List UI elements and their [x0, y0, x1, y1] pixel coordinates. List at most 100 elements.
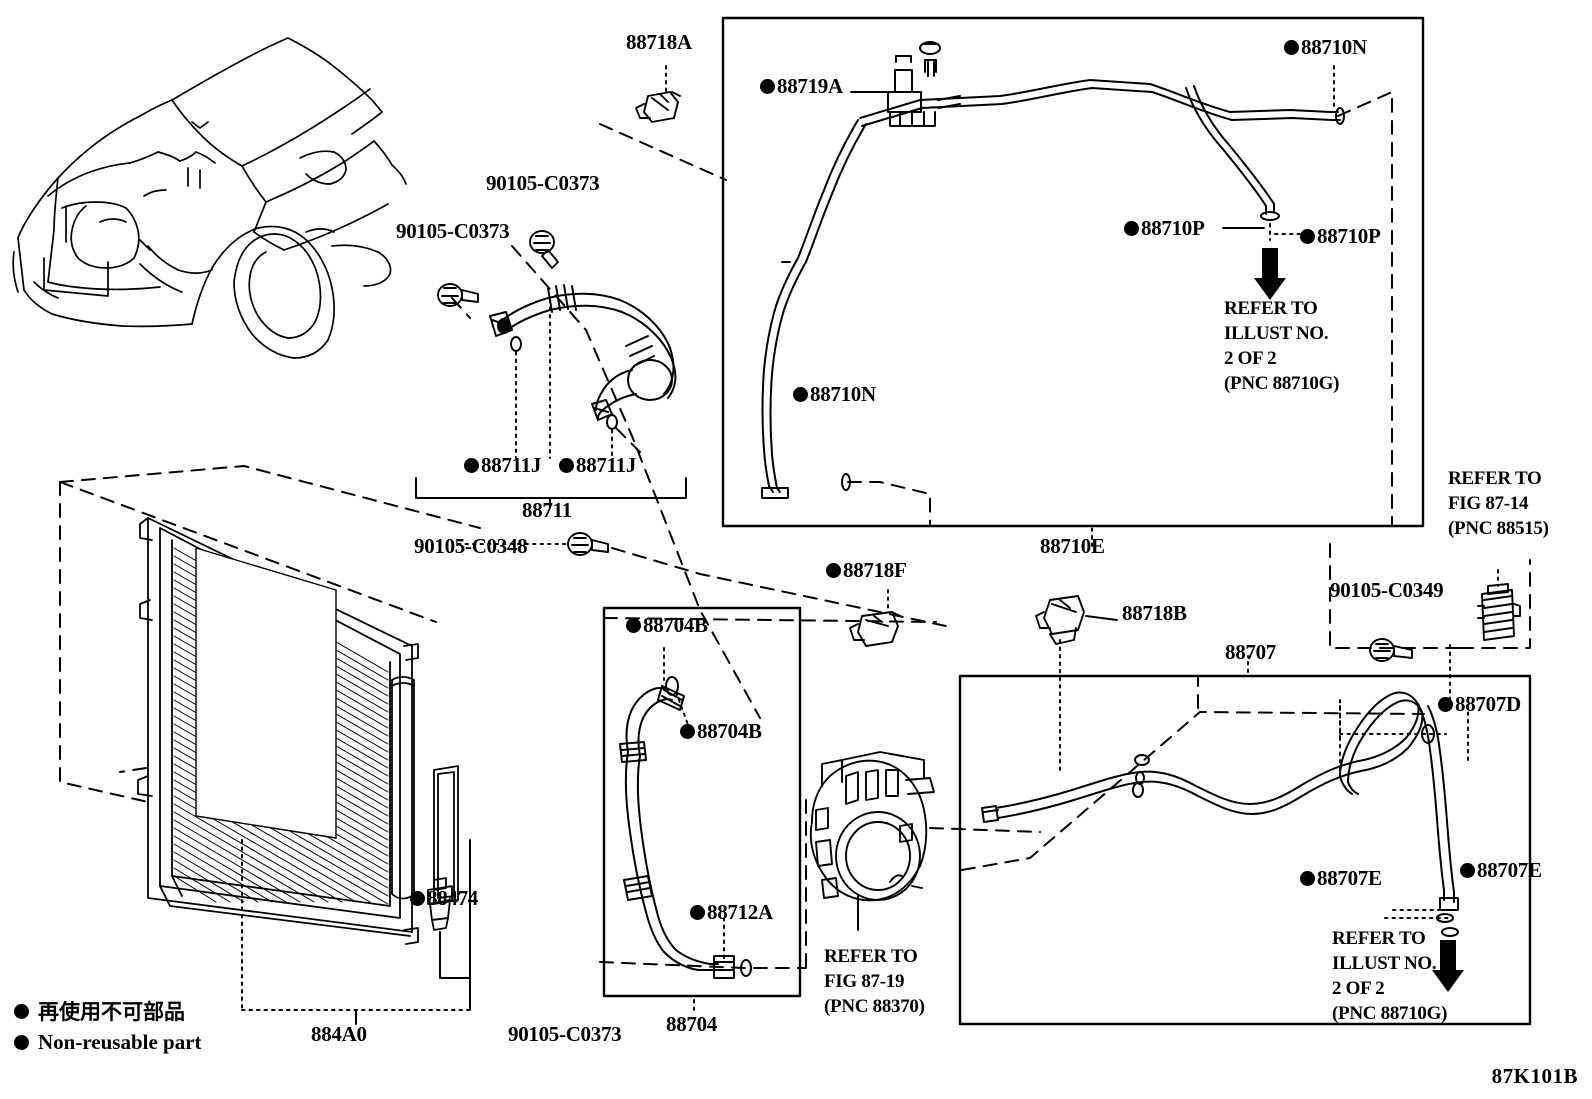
label-88712A: 88712A: [690, 900, 773, 924]
label-88710E-text: 88710E: [1040, 534, 1105, 558]
legend: 再使用不可部品 Non-reusable part: [14, 996, 202, 1059]
label-88718A: 88718A: [626, 30, 692, 54]
figure-code: 87K101B: [1491, 1064, 1578, 1088]
label-90105-C0373-a-text: 90105-C0373: [396, 219, 510, 243]
label-88710E: 88710E: [1040, 534, 1105, 558]
note-refer-illust-2of2-bottom: REFER TO ILLUST NO. 2 OF 2 (PNC 88710G): [1332, 926, 1447, 1026]
label-88719A: 88719A: [760, 74, 843, 98]
part-88515: [1477, 583, 1521, 641]
label-88707E-left: 88707E: [1300, 866, 1382, 890]
label-88711J-b: 88711J: [559, 453, 636, 477]
clip-88718B: [1035, 595, 1085, 645]
label-88707E-right: 88707E: [1460, 858, 1542, 882]
compressor: [809, 751, 935, 909]
label-88710N-mid-text: 88710N: [810, 382, 876, 406]
legend-row-jp: 再使用不可部品: [14, 996, 202, 1026]
note-refer-fig-87-19: REFER TO FIG 87-19 (PNC 88370): [824, 944, 925, 1019]
label-88710N-mid: 88710N: [793, 382, 876, 406]
clip-88718F: [849, 611, 901, 647]
non-reusable-dot: [1124, 220, 1139, 236]
label-88711-text: 88711: [522, 498, 572, 522]
label-88711J-a-text: 88711J: [481, 453, 542, 477]
note-line-2: ILLUST NO.: [1332, 953, 1437, 975]
label-90105-C0373-a: 90105-C0373: [396, 219, 510, 243]
note-refer-illust-2of2-top: REFER TO ILLUST NO. 2 OF 2 (PNC 88710G): [1224, 296, 1339, 396]
note-line-1: REFER TO: [1448, 468, 1542, 489]
pipe-88710E: [761, 41, 1345, 499]
note-line-1: REFER TO: [1332, 928, 1426, 949]
condenser-884A0: [137, 517, 459, 945]
label-88718A-text: 88718A: [626, 30, 692, 54]
note-line-4: (PNC 88710G): [1332, 1003, 1448, 1025]
label-90105-C0349: 90105-C0349: [1330, 578, 1444, 602]
label-88710P-left-text: 88710P: [1141, 216, 1205, 240]
label-90105-C0373-c-text: 90105-C0373: [508, 1022, 622, 1046]
non-reusable-dot: [1460, 862, 1475, 878]
label-88704B-a-text: 88704B: [643, 613, 708, 637]
label-88707-text: 88707: [1225, 640, 1277, 664]
label-88707E-right-text: 88707E: [1477, 858, 1542, 882]
note-line-2: ILLUST NO.: [1224, 323, 1329, 345]
label-90105-C0348-text: 90105-C0348: [414, 534, 528, 558]
label-88704B-b-text: 88704B: [697, 719, 762, 743]
label-88718F: 88718F: [826, 558, 907, 582]
legend-row-en: Non-reusable part: [14, 1030, 202, 1055]
label-88707D-text: 88707D: [1455, 692, 1521, 716]
non-reusable-dot: [1284, 39, 1299, 55]
non-reusable-dot: [14, 1003, 29, 1019]
note-line-3: (PNC 88515): [1448, 518, 1549, 540]
label-88710N-top-text: 88710N: [1301, 35, 1367, 59]
label-90105-C0373-b: 90105-C0373: [486, 171, 600, 195]
non-reusable-dot: [14, 1035, 29, 1050]
non-reusable-dot: [680, 723, 695, 739]
label-88707D: 88707D: [1438, 692, 1521, 716]
non-reusable-dot: [1300, 228, 1315, 244]
label-88707E-left-text: 88707E: [1317, 866, 1382, 890]
pipe-88707: [981, 691, 1459, 937]
label-90105-C0348: 90105-C0348: [414, 534, 528, 558]
label-90105-C0349-text: 90105-C0349: [1330, 578, 1444, 602]
note-line-1: REFER TO: [824, 946, 918, 967]
label-88704B-a: 88704B: [626, 613, 708, 637]
label-88718F-text: 88718F: [843, 558, 907, 582]
clip-88718A: [635, 91, 681, 123]
label-88710P-left: 88710P: [1124, 216, 1205, 240]
label-88710P-right: 88710P: [1300, 224, 1381, 248]
non-reusable-dot: [760, 78, 775, 94]
note-line-3: 2 OF 2: [1224, 348, 1277, 370]
label-884A0-text: 884A0: [311, 1022, 367, 1046]
hose-88711: [489, 284, 677, 421]
label-88707: 88707: [1225, 640, 1276, 664]
note-line-2: FIG 87-14: [1448, 493, 1529, 515]
vehicle-illustration: [12, 37, 407, 359]
non-reusable-dot: [410, 890, 425, 906]
label-88711: 88711: [522, 498, 572, 522]
note-line-2: FIG 87-19: [824, 971, 905, 993]
label-884A0: 884A0: [311, 1022, 367, 1046]
non-reusable-dot: [559, 457, 574, 473]
non-reusable-dot: [464, 457, 479, 473]
non-reusable-dot: [1438, 696, 1453, 712]
bolt-90105-C0373-b: [529, 230, 559, 269]
legend-en-text: Non-reusable part: [38, 1030, 202, 1054]
note-line-4: (PNC 88710G): [1224, 373, 1340, 395]
note-line-3: 2 OF 2: [1332, 978, 1385, 1000]
non-reusable-dot: [626, 617, 641, 633]
label-88474: 88474: [410, 886, 478, 910]
label-88704: 88704: [666, 1012, 717, 1036]
non-reusable-dot: [793, 386, 808, 402]
label-88711J-b-text: 88711J: [576, 453, 637, 477]
non-reusable-dot: [826, 562, 841, 578]
label-88710P-right-text: 88710P: [1317, 224, 1381, 248]
non-reusable-dot: [1300, 870, 1315, 886]
label-88474-text: 88474: [427, 886, 479, 910]
label-88719A-text: 88719A: [777, 74, 843, 98]
label-88711J-a: 88711J: [464, 453, 541, 477]
hose-88704: [619, 676, 752, 979]
note-line-1: REFER TO: [1224, 298, 1318, 319]
label-90105-C0373-c: 90105-C0373: [508, 1022, 622, 1046]
label-88710N-top: 88710N: [1284, 35, 1367, 59]
non-reusable-dot: [690, 904, 705, 920]
